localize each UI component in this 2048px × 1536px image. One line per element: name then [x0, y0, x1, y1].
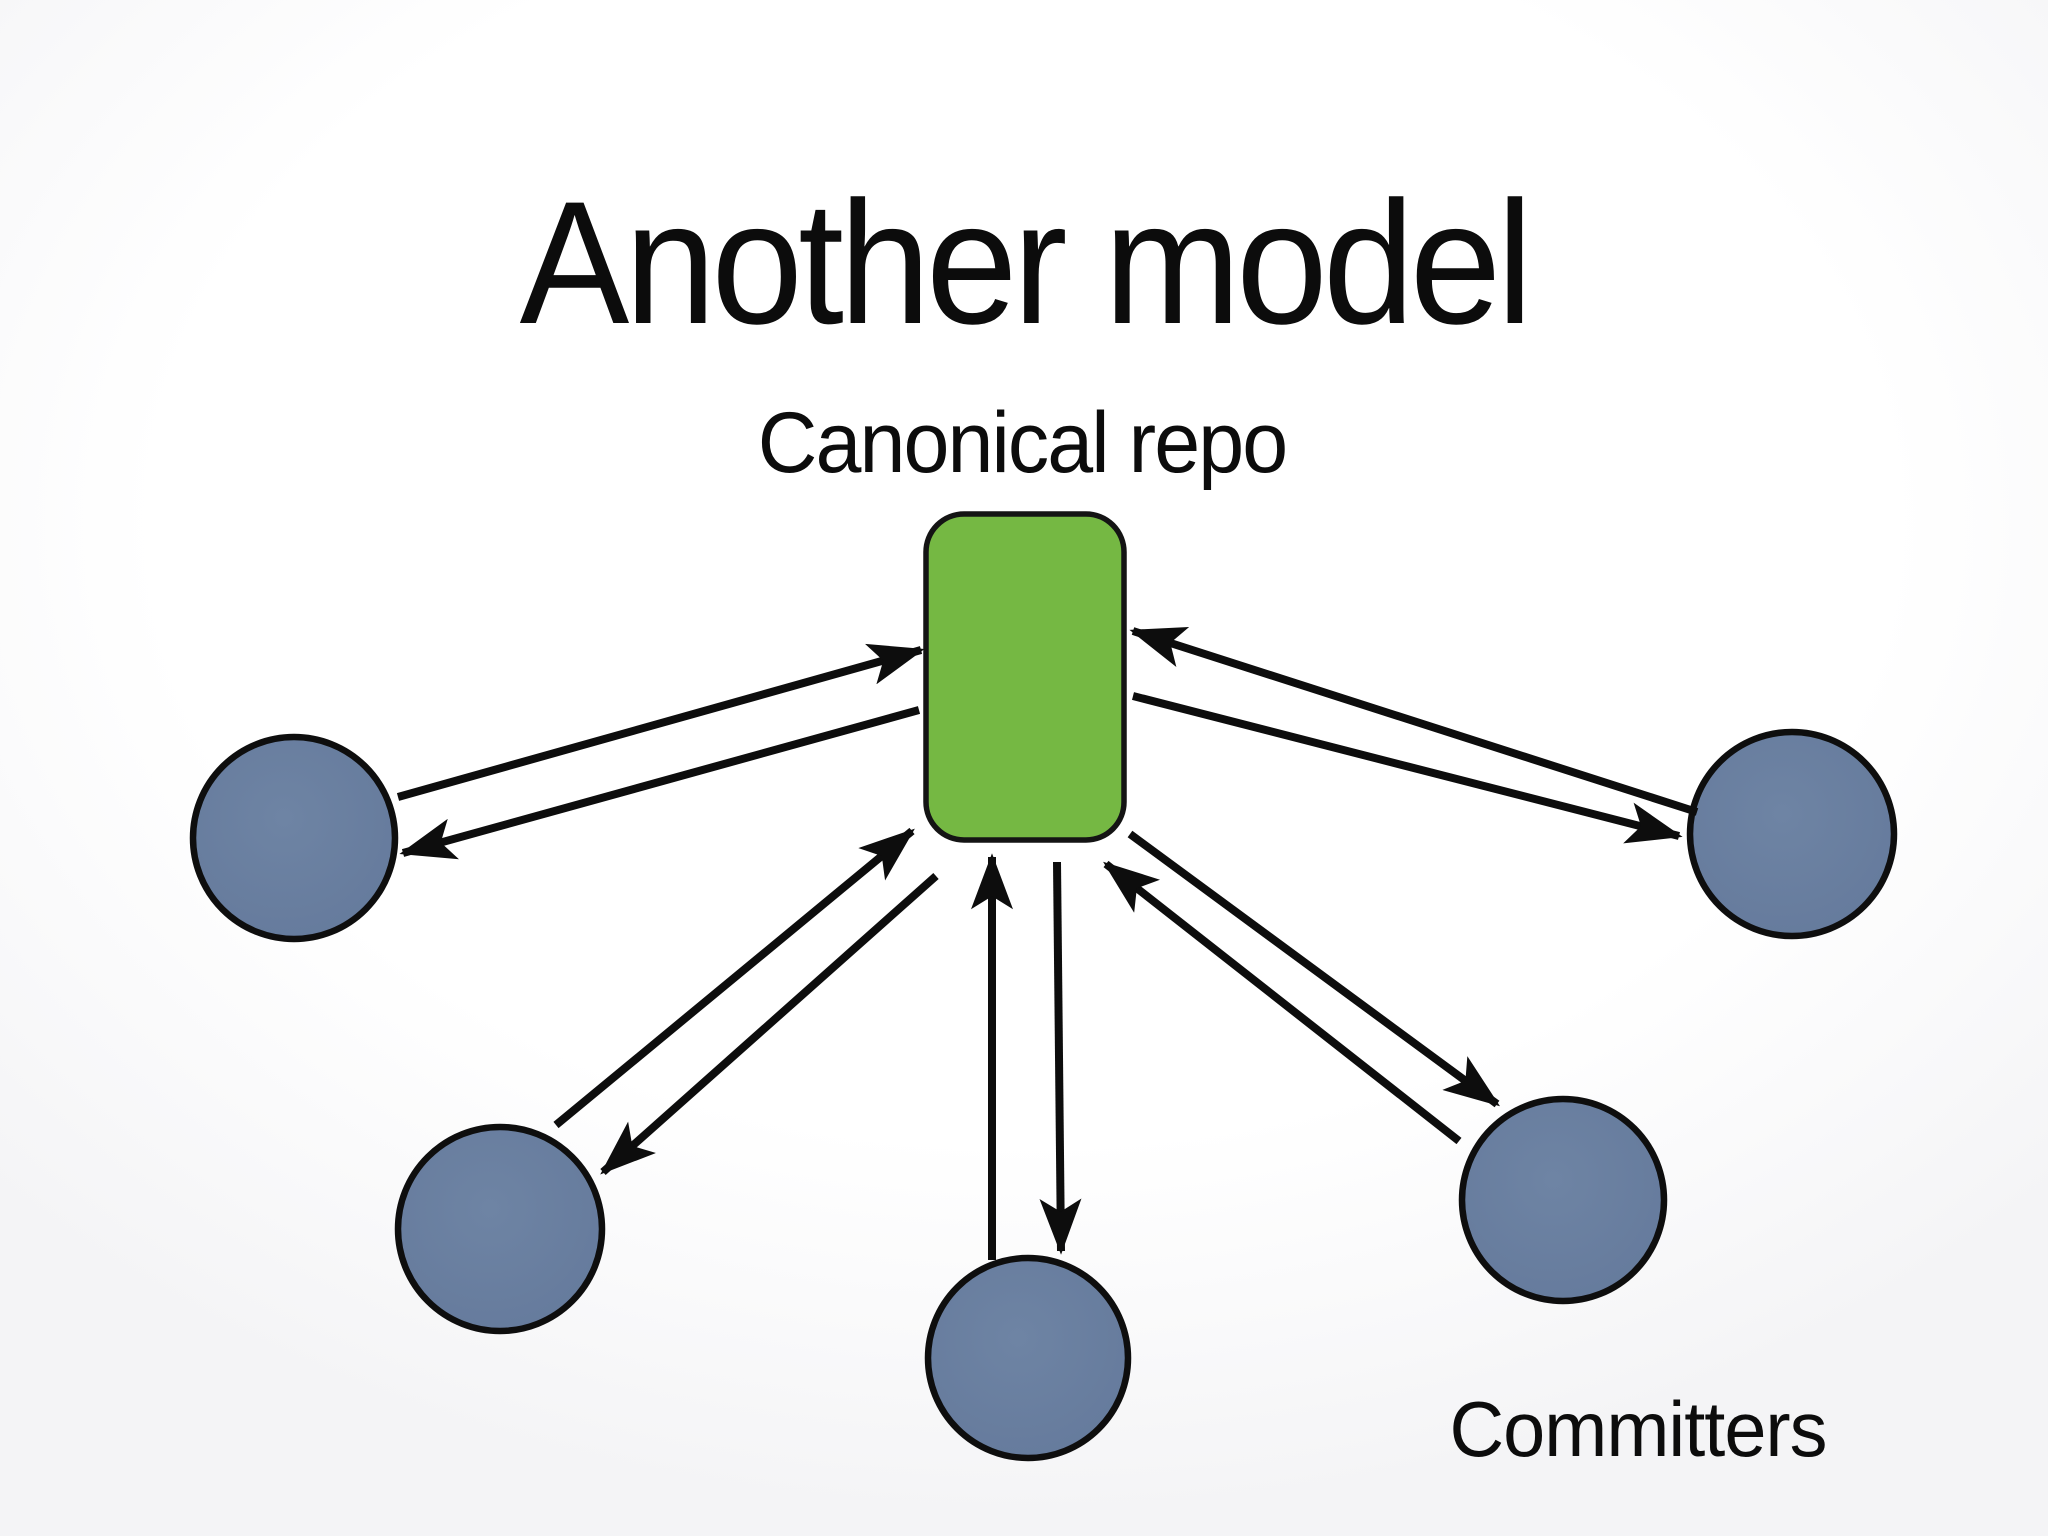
repo-to-right-arrow — [1132, 692, 1683, 844]
committer-left-node — [189, 733, 399, 943]
committer-bottom-center-node — [924, 1254, 1132, 1462]
committers-label: Committers — [1449, 1385, 1827, 1473]
repo-to-left-arrow — [399, 706, 921, 860]
repo-to-bottom-right-arrow — [1127, 830, 1501, 1108]
committer-right-node — [1686, 728, 1898, 940]
right-to-repo-arrow — [1129, 626, 1699, 816]
committer-bottom-right-node — [1458, 1095, 1668, 1305]
repo-to-bottom-left-arrow — [600, 873, 939, 1175]
slide-title: Another model — [519, 166, 1533, 361]
committer-bottom-left-node — [394, 1123, 606, 1335]
canonical-repo-label: Canonical repo — [757, 395, 1288, 491]
left-to-repo-arrow — [396, 643, 925, 801]
canonical-repo-node — [923, 511, 1127, 843]
bottom-right-to-repo-arrow — [1103, 860, 1462, 1145]
repo-to-bottom-center-arrow — [1039, 861, 1082, 1255]
bottom-left-to-repo-arrow — [553, 827, 915, 1129]
